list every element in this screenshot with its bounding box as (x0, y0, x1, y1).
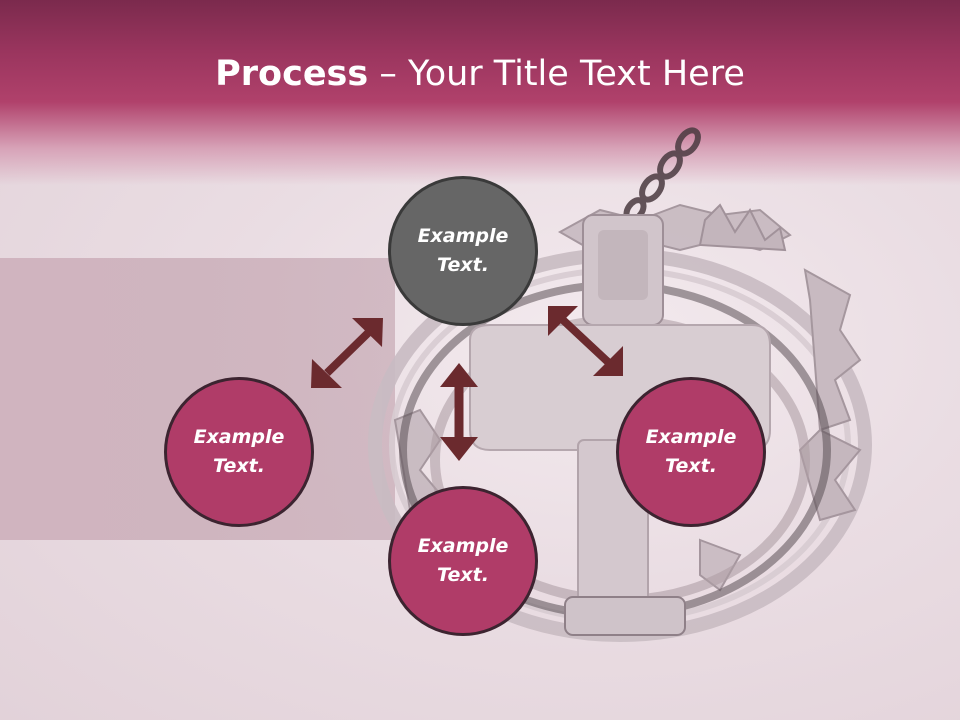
node-right-label: Example Text. (645, 426, 737, 477)
title-bold: Process (215, 54, 369, 94)
node-bottom[interactable]: Example Text. (388, 486, 538, 636)
title-rest: – Your Title Text Here (368, 54, 745, 94)
node-left-label: Example Text. (193, 426, 285, 477)
node-right[interactable]: Example Text. (616, 377, 766, 527)
node-left[interactable]: Example Text. (164, 377, 314, 527)
node-top-label: Example Text. (417, 225, 509, 276)
node-top[interactable]: Example Text. (388, 176, 538, 326)
node-bottom-label: Example Text. (417, 535, 509, 586)
header-bar (0, 0, 960, 185)
double-arrow-icon (311, 306, 623, 461)
slide-title[interactable]: Process – Your Title Text Here (0, 50, 960, 98)
